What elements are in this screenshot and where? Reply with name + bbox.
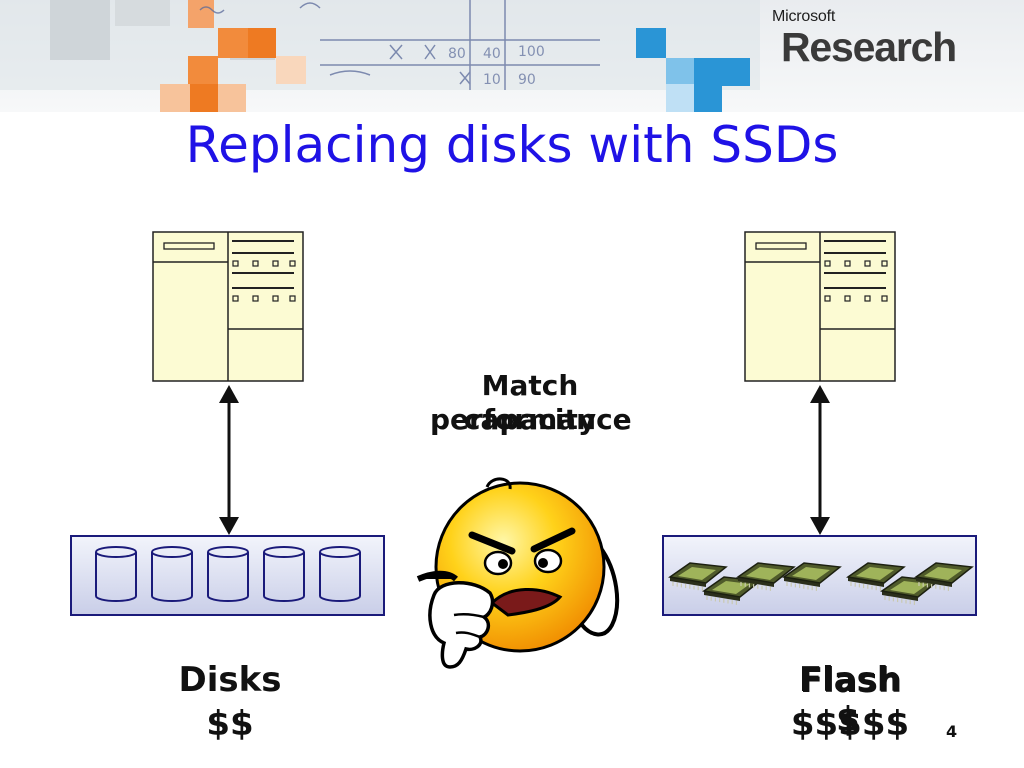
slide-title: Replacing disks with SSDs — [185, 116, 839, 174]
flash-chip-icon — [782, 562, 842, 591]
flash-title-overlay: Flash — [798, 660, 902, 700]
disk-cylinder-icon — [263, 546, 305, 602]
flash-chip-icon — [736, 562, 796, 591]
flash-cost: $$$$$ — [790, 704, 910, 744]
disk-cylinder-icon — [95, 546, 137, 602]
disk-cylinder-icon — [319, 546, 361, 602]
flash-chip-icon — [668, 562, 728, 591]
logo-microsoft-text: Microsoft — [772, 8, 836, 25]
angry-thumbs-down-face-icon — [416, 477, 620, 669]
flash-array — [662, 535, 977, 616]
logo-research-text: Research — [781, 24, 957, 70]
flash-title: Flash — [799, 661, 903, 701]
svg-text:100: 100 — [518, 44, 545, 60]
double-arrow-icon — [219, 385, 239, 535]
flash-label: Flash Flash $$$$$ $ — [770, 658, 930, 746]
disks-label: Disks $$ — [150, 658, 310, 746]
disk-cylinder-icon — [151, 546, 193, 602]
header-banner: 80 40 100 10 90 — [0, 0, 1024, 112]
page-number: 4 — [946, 722, 958, 741]
match-line1: Match — [481, 369, 579, 402]
svg-text:10: 10 — [483, 72, 501, 88]
svg-text:40: 40 — [483, 46, 501, 62]
flash-chip-icon — [846, 562, 906, 591]
server-icon — [744, 231, 896, 382]
disks-title: Disks — [178, 660, 282, 700]
match-capacity-text: capacity — [463, 403, 597, 436]
disk-cylinder-icon — [207, 546, 249, 602]
disk-array — [70, 535, 385, 616]
double-arrow-icon — [810, 385, 830, 535]
match-performance-text: performance — [430, 403, 632, 436]
server-icon — [152, 231, 304, 382]
disks-cost: $$ — [206, 704, 254, 744]
flash-cost-overlay: $ — [836, 700, 860, 740]
match-line2: performance capacity — [430, 403, 632, 437]
flash-chip-icon — [914, 562, 974, 591]
svg-text:90: 90 — [518, 72, 536, 88]
svg-text:80: 80 — [448, 46, 466, 62]
match-label: Match performance capacity — [430, 369, 632, 437]
